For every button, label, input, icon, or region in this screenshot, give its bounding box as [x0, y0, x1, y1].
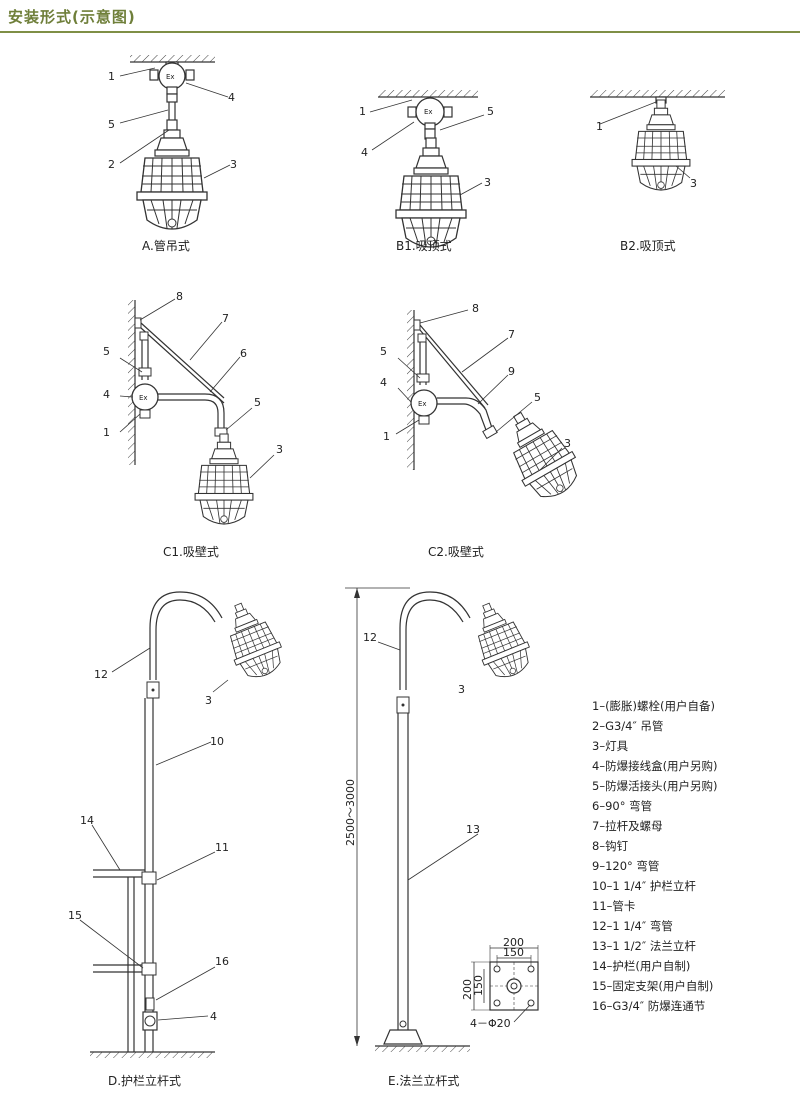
callout-4: 4: [228, 91, 235, 104]
callout-9: 9: [508, 365, 515, 378]
ex-mark: Ex: [166, 73, 175, 81]
hole-spec: 4－Φ20: [470, 1017, 511, 1030]
callout-1: 1: [108, 70, 115, 83]
callout-5: 5: [108, 118, 115, 131]
callout-6: 6: [240, 347, 247, 360]
caption-d: D.护栏立杆式: [108, 1073, 181, 1088]
callout-3: 3: [484, 176, 491, 189]
callout-4: 4: [361, 146, 368, 159]
legend-item: 10–1 1/4″ 护栏立杆: [592, 879, 696, 893]
callout-11: 11: [215, 841, 229, 854]
callout-13: 13: [466, 823, 480, 836]
plate-height-inner: 150: [472, 975, 485, 996]
legend-item: 16–G3/4″ 防爆连通节: [592, 999, 705, 1013]
figure-b2-ceiling-mount: 1 3 B2.吸顶式: [590, 90, 725, 253]
legend-item: 6–90° 弯管: [592, 799, 652, 813]
caption-c2: C2.吸壁式: [428, 544, 484, 559]
callout-5: 5: [534, 391, 541, 404]
plate-height-outer: 200: [461, 979, 474, 1000]
callout-2: 2: [108, 158, 115, 171]
legend-item: 4–防爆接线盒(用户另购): [592, 759, 718, 773]
callout-15: 15: [68, 909, 82, 922]
callout-3: 3: [458, 683, 465, 696]
callout-5: 5: [103, 345, 110, 358]
callout-12: 12: [94, 668, 108, 681]
callout-7: 7: [508, 328, 515, 341]
plate-width-inner: 150: [503, 946, 524, 959]
callout-7: 7: [222, 312, 229, 325]
legend-item: 7–拉杆及螺母: [592, 819, 663, 833]
page-header: 安装形式(示意图): [0, 0, 800, 34]
callout-1: 1: [359, 105, 366, 118]
callout-4: 4: [380, 376, 387, 389]
ex-mark: Ex: [424, 108, 433, 116]
legend-item: 11–管卡: [592, 899, 635, 913]
legend-item: 15–固定支架(用户自制): [592, 979, 713, 993]
legend-item: 5–防爆活接头(用户另购): [592, 779, 718, 793]
callout-3: 3: [564, 437, 571, 450]
callout-12: 12: [363, 631, 377, 644]
callout-3: 3: [690, 177, 697, 190]
figure-c2-wall-mount: Ex 5 4 1 8 7 9 5 3 C2.吸壁式: [380, 302, 589, 559]
callout-1: 1: [103, 426, 110, 439]
legend-item: 14–护栏(用户自制): [592, 959, 690, 973]
callout-8: 8: [176, 290, 183, 303]
legend-item: 9–120° 弯管: [592, 859, 659, 873]
caption-b1: B1.吸顶式: [396, 239, 452, 253]
callout-1: 1: [383, 430, 390, 443]
callout-8: 8: [472, 302, 479, 315]
caption-e: E.法兰立杆式: [388, 1073, 459, 1088]
legend-item: 13–1 1/2″ 法兰立杆: [592, 939, 696, 953]
legend-item: 2–G3/4″ 吊管: [592, 719, 663, 733]
legend-item: 8–钩钉: [592, 839, 629, 853]
caption-a: A.管吊式: [142, 238, 190, 253]
legend-item: 1–(膨胀)螺栓(用户自备): [592, 699, 715, 713]
plate-width-outer: 200: [503, 936, 524, 949]
figure-b1-ceiling-mount: Ex 1 4 5 3 B1.吸顶式: [359, 90, 494, 253]
callout-5: 5: [380, 345, 387, 358]
caption-c1: C1.吸壁式: [163, 544, 219, 559]
figure-e-flange-pole: 2500～3000 12 3 13 E.法兰立杆式: [344, 587, 538, 1088]
figure-c1-wall-mount: Ex 5 4 1 8 7 6 5 3 C1.吸壁式: [103, 290, 283, 559]
figure-d-guardrail-pole: 12 3 10 14 11 15 16 4 D.护栏立杆式: [68, 591, 290, 1088]
callout-5: 5: [487, 105, 494, 118]
callout-16: 16: [215, 955, 229, 968]
callout-4: 4: [103, 388, 110, 401]
header-divider: [0, 31, 800, 33]
callout-3: 3: [230, 158, 237, 171]
ex-mark: Ex: [139, 394, 148, 402]
flange-plate-detail: 200 150 200 150 4－Φ20: [461, 936, 539, 1030]
callout-3: 3: [276, 443, 283, 456]
callout-10: 10: [210, 735, 224, 748]
callout-1: 1: [596, 120, 603, 133]
parts-legend: 1–(膨胀)螺栓(用户自备) 2–G3/4″ 吊管 3–灯具 4–防爆接线盒(用…: [592, 699, 718, 1013]
page-title: 安装形式(示意图): [8, 8, 136, 26]
caption-b2: B2.吸顶式: [620, 239, 676, 253]
legend-item: 12–1 1/4″ 弯管: [592, 919, 673, 933]
callout-4: 4: [210, 1010, 217, 1023]
figure-a-pipe-pendant: Ex 1 5 2 4 3 A.管吊式: [108, 55, 237, 253]
height-dimension: 2500～3000: [344, 779, 357, 846]
callout-14: 14: [80, 814, 94, 827]
callout-5: 5: [254, 396, 261, 409]
legend-item: 3–灯具: [592, 739, 629, 753]
callout-3: 3: [205, 694, 212, 707]
ex-mark: Ex: [418, 400, 427, 408]
